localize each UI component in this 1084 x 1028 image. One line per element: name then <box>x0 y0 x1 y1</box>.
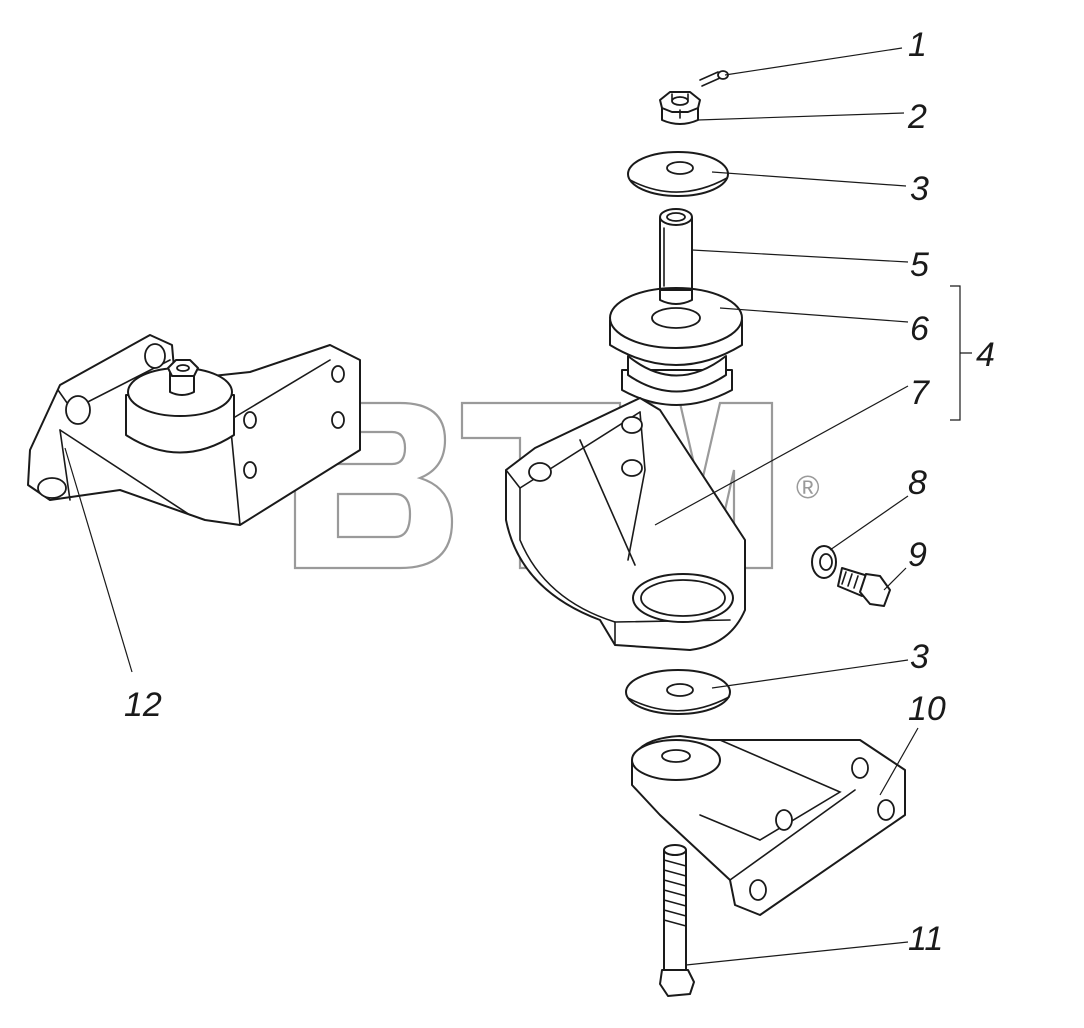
callout-7: 7 <box>910 374 930 412</box>
castle-nut-icon <box>659 91 701 125</box>
callout-10: 10 <box>908 690 946 728</box>
callout-6: 6 <box>910 310 929 348</box>
washer-bottom-icon <box>625 669 731 715</box>
watermark-registered-mark: ® <box>796 469 820 505</box>
callout-11: 11 <box>908 920 943 958</box>
callout-5: 5 <box>910 246 929 284</box>
long-bolt-icon <box>659 844 695 997</box>
leader-lines <box>64 47 972 966</box>
callout-3-bottom: 3 <box>910 638 929 676</box>
bolt-icon <box>837 567 891 607</box>
frame-bracket-icon <box>631 735 906 916</box>
engine-bracket-icon <box>505 397 746 651</box>
assembled-mount-icon <box>27 334 361 526</box>
callout-9: 9 <box>908 536 927 574</box>
rubber-cushion-icon <box>609 287 743 406</box>
callout-4: 4 <box>976 336 995 374</box>
bushing-sleeve-icon <box>659 208 693 296</box>
washer-top-icon <box>627 151 729 197</box>
callout-1: 1 <box>908 26 927 64</box>
callout-12: 12 <box>124 686 162 724</box>
spring-washer-icon <box>811 545 837 579</box>
cotter-pin-icon <box>699 70 729 87</box>
callout-3-top: 3 <box>910 170 929 208</box>
callout-8: 8 <box>908 464 927 502</box>
callout-labels: 1 2 3 5 6 4 7 8 9 3 10 11 12 <box>124 26 995 958</box>
callout-2: 2 <box>907 98 927 136</box>
